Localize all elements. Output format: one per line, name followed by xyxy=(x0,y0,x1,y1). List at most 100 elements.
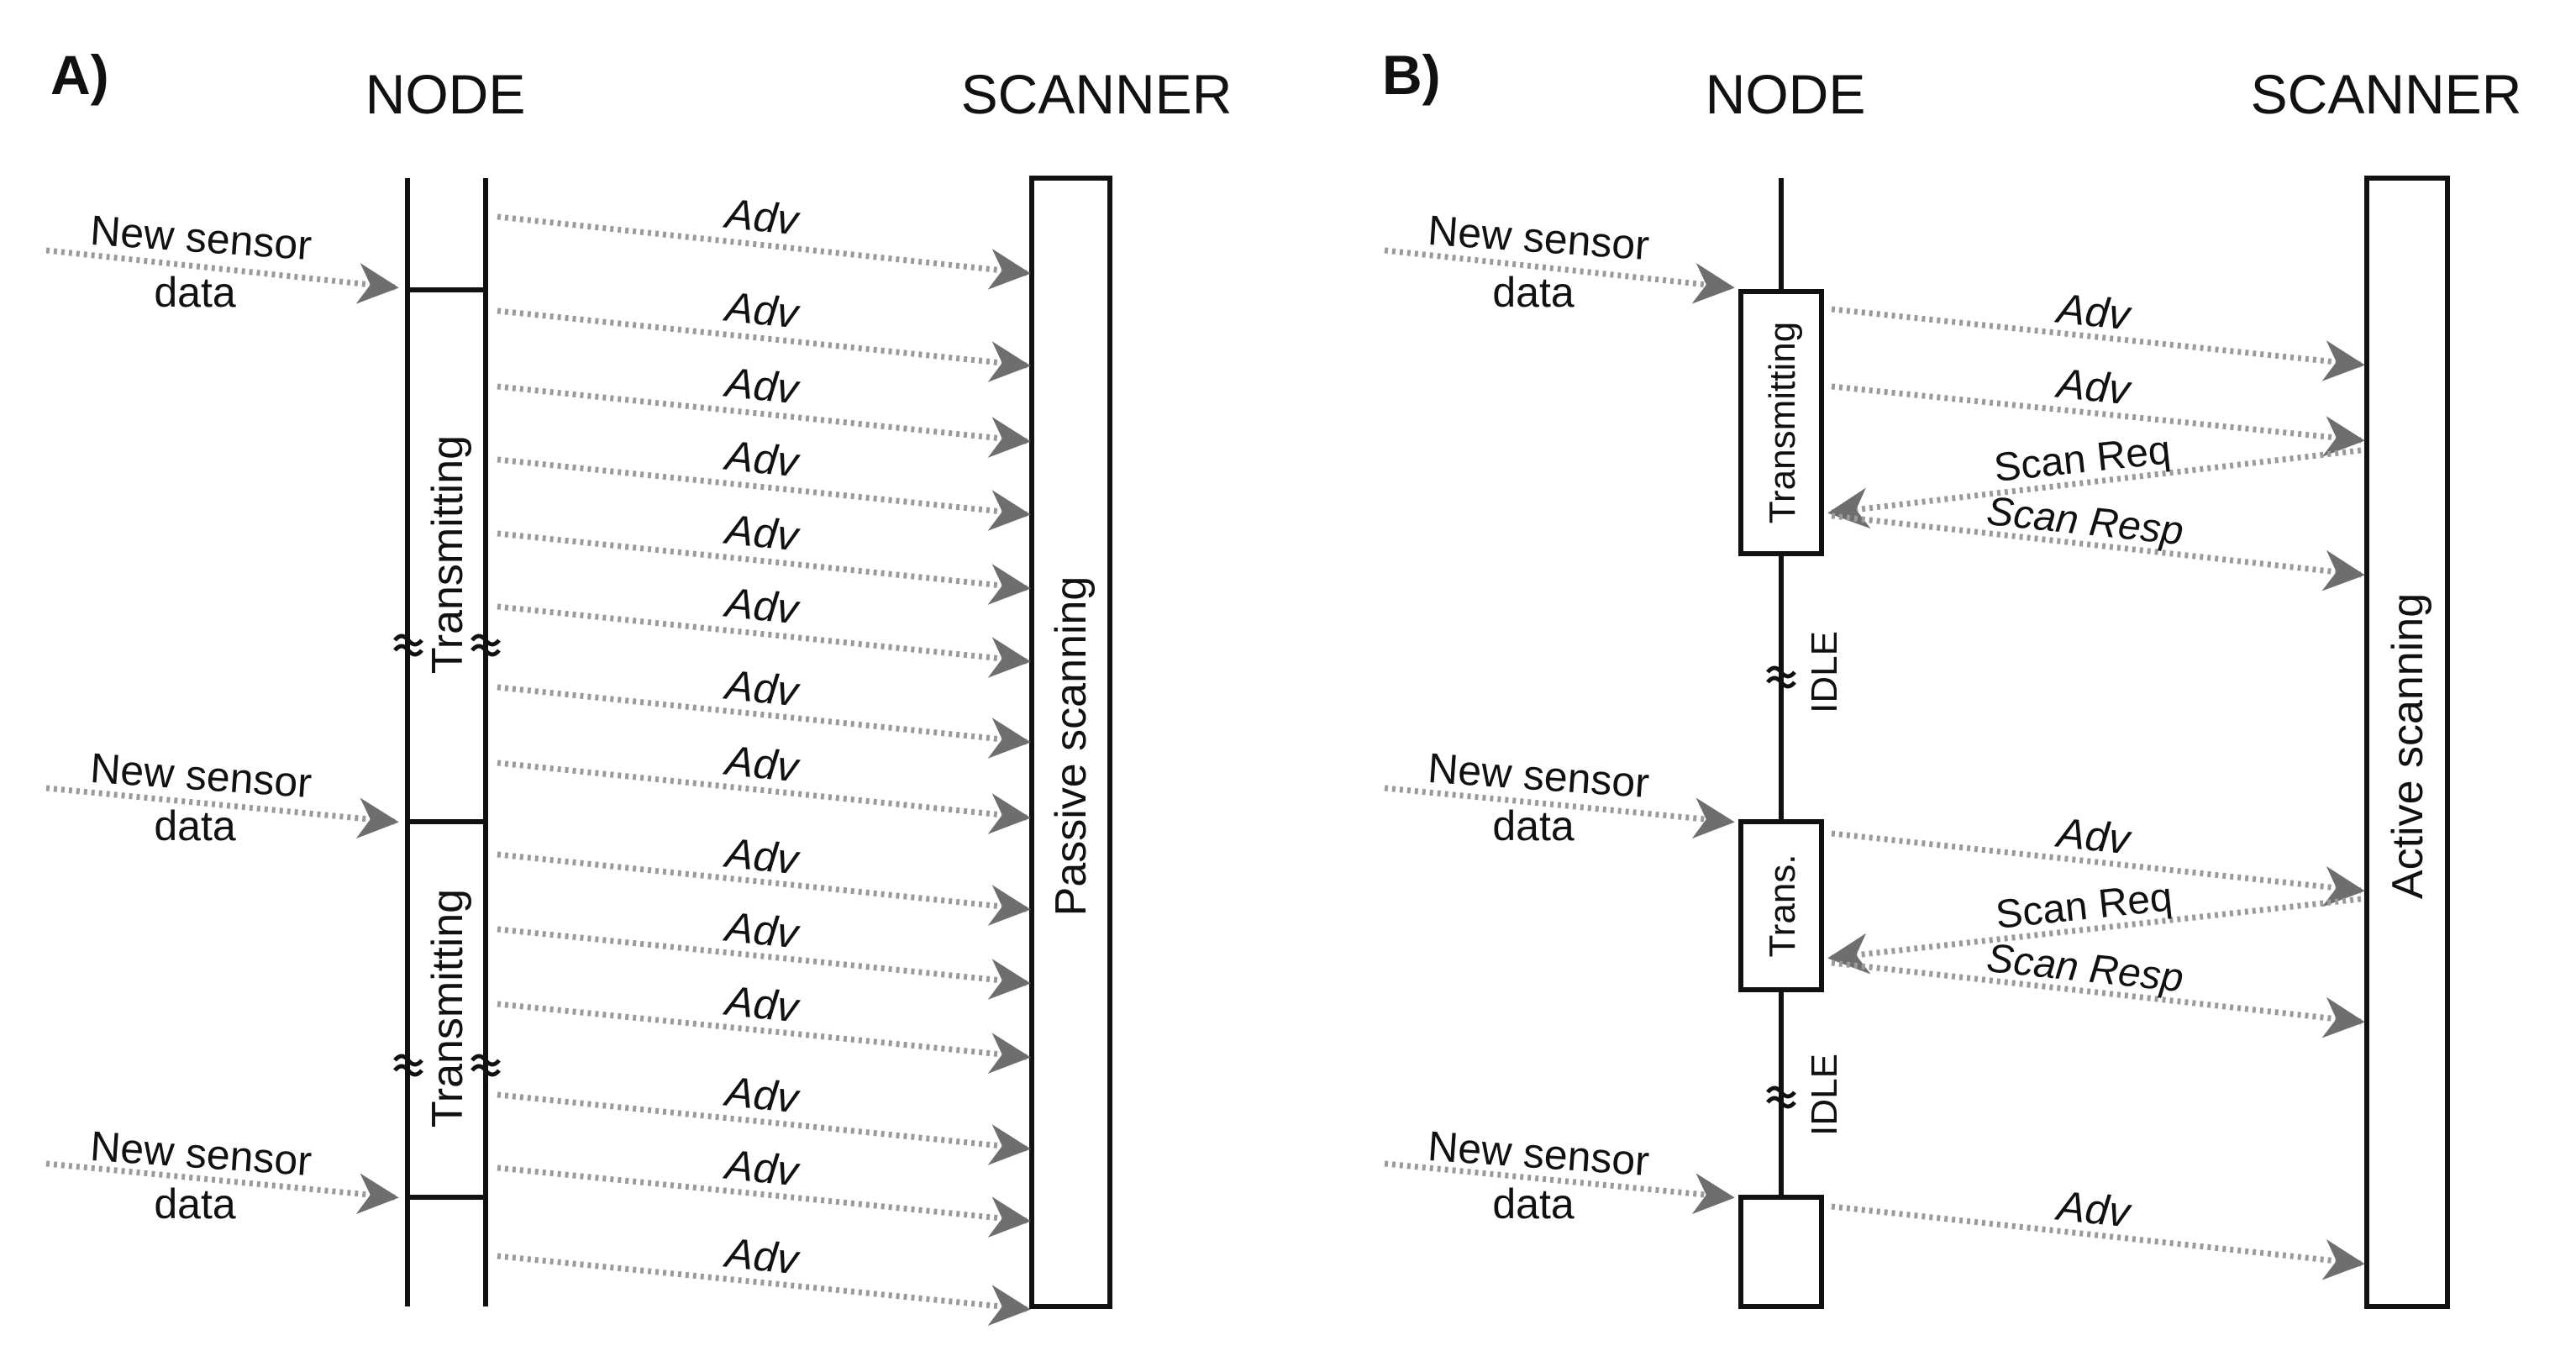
panel-a-adv-msg: Adv xyxy=(497,736,1031,834)
panel-a-adv-arrow xyxy=(497,760,1031,834)
panel-b-new-data-3-line1: New sensor xyxy=(1427,1122,1651,1185)
panel-b-adv-label: Adv xyxy=(2053,1181,2135,1236)
panel-a-new-data-2: New sensor data xyxy=(45,744,399,849)
panel-a-new-data-arrow-2 xyxy=(45,785,399,839)
panel-a-adv-msg: Adv xyxy=(497,578,1031,678)
panel-a-adv-label: Adv xyxy=(721,660,803,715)
panel-a-adv-label: Adv xyxy=(721,578,803,633)
panel-b-adv-msg: Adv xyxy=(1831,284,2365,381)
panel-b: B) NODE SCANNER Transmitting Trans. IDLE… xyxy=(1382,44,2521,1309)
panel-a-adv-arrow xyxy=(497,1253,1031,1326)
panel-b-scan-resp-label: Scan Resp xyxy=(1985,489,2185,554)
panel-b-scan-resp-arrow xyxy=(1831,959,2365,1038)
panel-a-adv-label: Adv xyxy=(721,1228,803,1283)
panel-a-adv-label: Adv xyxy=(721,902,803,957)
panel-a-adv-arrow xyxy=(497,530,1031,605)
panel-a-adv-label: Adv xyxy=(721,1140,803,1195)
panel-a-adv-msg: Adv xyxy=(497,902,1031,1000)
panel-b-trans-short: Trans. xyxy=(1762,854,1803,957)
panel-b-new-data-3-line2: data xyxy=(1492,1180,1575,1227)
panel-a-adv-msg: Adv xyxy=(497,1067,1031,1165)
panel-a-adv-arrow xyxy=(497,308,1031,382)
panel-a-adv-msg: Adv xyxy=(497,189,1031,290)
panel-a-node-title: NODE xyxy=(365,63,526,125)
panel-a-scanner-title: SCANNER xyxy=(961,63,1233,125)
panel-b-transmit-box-1 xyxy=(1738,289,1824,556)
panel-a-adv-msg: Adv xyxy=(497,1140,1031,1238)
panel-b-break-mark xyxy=(1766,665,1796,1109)
panel-b-adv-msg: Adv xyxy=(1831,359,2365,457)
panel-a-adv-msg: Adv xyxy=(497,282,1031,382)
panel-b-scan-resp-arrow xyxy=(1831,513,2365,591)
panel-b-new-data-1-line2: data xyxy=(1492,269,1575,316)
panel-b-scan-resp-label: Scan Resp xyxy=(1985,936,2185,1001)
panel-b-new-data-arrow-1 xyxy=(1384,247,1735,304)
panel-b-idle-1: IDLE xyxy=(1804,631,1845,713)
panel-a-adv-msg: Adv xyxy=(497,505,1031,605)
panel-b-scan-req-arrow xyxy=(1827,896,2362,975)
panel-a-adv-msg: Adv xyxy=(497,976,1031,1074)
panel-a-scanner-state: Passive scanning xyxy=(1047,576,1096,917)
panel-a-adv-arrow xyxy=(497,213,1031,290)
panel-b-new-data-3: New sensor data xyxy=(1384,1122,1735,1227)
panel-a-adv-label: Adv xyxy=(721,358,803,413)
panel-b-transmit-box-3 xyxy=(1738,1195,1824,1309)
panel-a-adv-arrow xyxy=(497,684,1031,759)
panel-a-adv-arrow xyxy=(497,1164,1031,1238)
panel-a-adv-label: Adv xyxy=(721,1067,803,1122)
panel-a-adv-arrow xyxy=(497,926,1031,1000)
panel-b-adv-label: Adv xyxy=(2053,359,2135,413)
panel-b-scan-resp-msg: Scan Resp xyxy=(1831,936,2365,1038)
panel-b-new-data-2-line2: data xyxy=(1492,802,1575,849)
panel-a-transmitting-1: Transmitting xyxy=(423,435,472,674)
panel-b-new-data-arrow-3 xyxy=(1384,1160,1735,1215)
panel-a-adv-label: Adv xyxy=(721,736,803,791)
panel-b-new-data-1: New sensor data xyxy=(1384,207,1735,316)
panel-a-adv-arrow xyxy=(497,603,1031,678)
panel-b-transmitting: Transmitting xyxy=(1762,322,1803,523)
panel-a-adv-arrow xyxy=(497,456,1031,531)
panel-a-adv-label: Adv xyxy=(721,282,803,337)
panel-b-scanner-state: Active scanning xyxy=(2384,593,2432,899)
panel-a-new-data-arrow-3 xyxy=(45,1160,399,1215)
panel-a-new-data-3-line1: New sensor xyxy=(89,1122,313,1185)
panel-a-transmitting-2: Transmitting xyxy=(423,889,472,1128)
panel-a-adv-arrow xyxy=(497,1091,1031,1165)
panel-a-adv-label: Adv xyxy=(721,189,803,244)
panel-b-scanner-box xyxy=(2364,176,2450,1309)
panel-b-adv-msg: Adv xyxy=(1831,808,2365,907)
panel-a-adv-msg: Adv xyxy=(497,660,1031,759)
panel-b-scan-req-arrow xyxy=(1827,447,2362,529)
panel-b-adv-arrow xyxy=(1831,830,2365,907)
panel-a-adv-msg: Adv xyxy=(497,1228,1031,1326)
panel-b-adv-arrow xyxy=(1831,306,2365,381)
panel-a-adv-msg: Adv xyxy=(497,828,1031,926)
panel-a-new-data-1: New sensor data xyxy=(45,207,399,316)
panel-b-adv-arrow xyxy=(1831,1203,2365,1280)
panel-b-adv-msg: Adv xyxy=(1831,1181,2365,1280)
panel-a-adv-arrow xyxy=(497,383,1031,458)
panel-a-adv-label: Adv xyxy=(721,431,803,486)
panel-a-adv-msg: Adv xyxy=(497,431,1031,531)
panel-b-new-data-2: New sensor data xyxy=(1384,744,1735,849)
panel-a-adv-arrow xyxy=(497,1001,1031,1074)
panel-a-break-mark xyxy=(393,633,501,1077)
panel-b-transmit-box-2 xyxy=(1738,819,1824,992)
panel-b-scan-req-msg: Scan Req xyxy=(1827,875,2362,975)
panel-b-adv-label: Adv xyxy=(2053,284,2135,339)
panel-b-label: B) xyxy=(1382,44,1441,106)
panel-a-new-data-3: New sensor data xyxy=(45,1122,399,1227)
panel-b-scan-resp-msg: Scan Resp xyxy=(1831,489,2365,591)
panel-b-new-data-arrow-2 xyxy=(1384,785,1735,839)
panel-a-adv-label: Adv xyxy=(721,505,803,560)
panel-a-new-data-1-line2: data xyxy=(154,269,236,316)
panel-a-adv-msg: Adv xyxy=(497,358,1031,458)
panel-b-scan-req-label: Scan Req xyxy=(1994,875,2174,938)
panel-b-adv-label: Adv xyxy=(2053,808,2135,863)
panel-b-adv-arrow xyxy=(1831,383,2365,457)
panel-a-scanner-box xyxy=(1029,176,1112,1309)
panel-a-new-data-arrow-1 xyxy=(45,247,399,304)
panel-a-adv-label: Adv xyxy=(721,828,803,883)
panel-a: A) NODE SCANNER Transmitting Transmittin… xyxy=(45,44,1233,1326)
panel-b-idle-2: IDLE xyxy=(1804,1054,1845,1136)
